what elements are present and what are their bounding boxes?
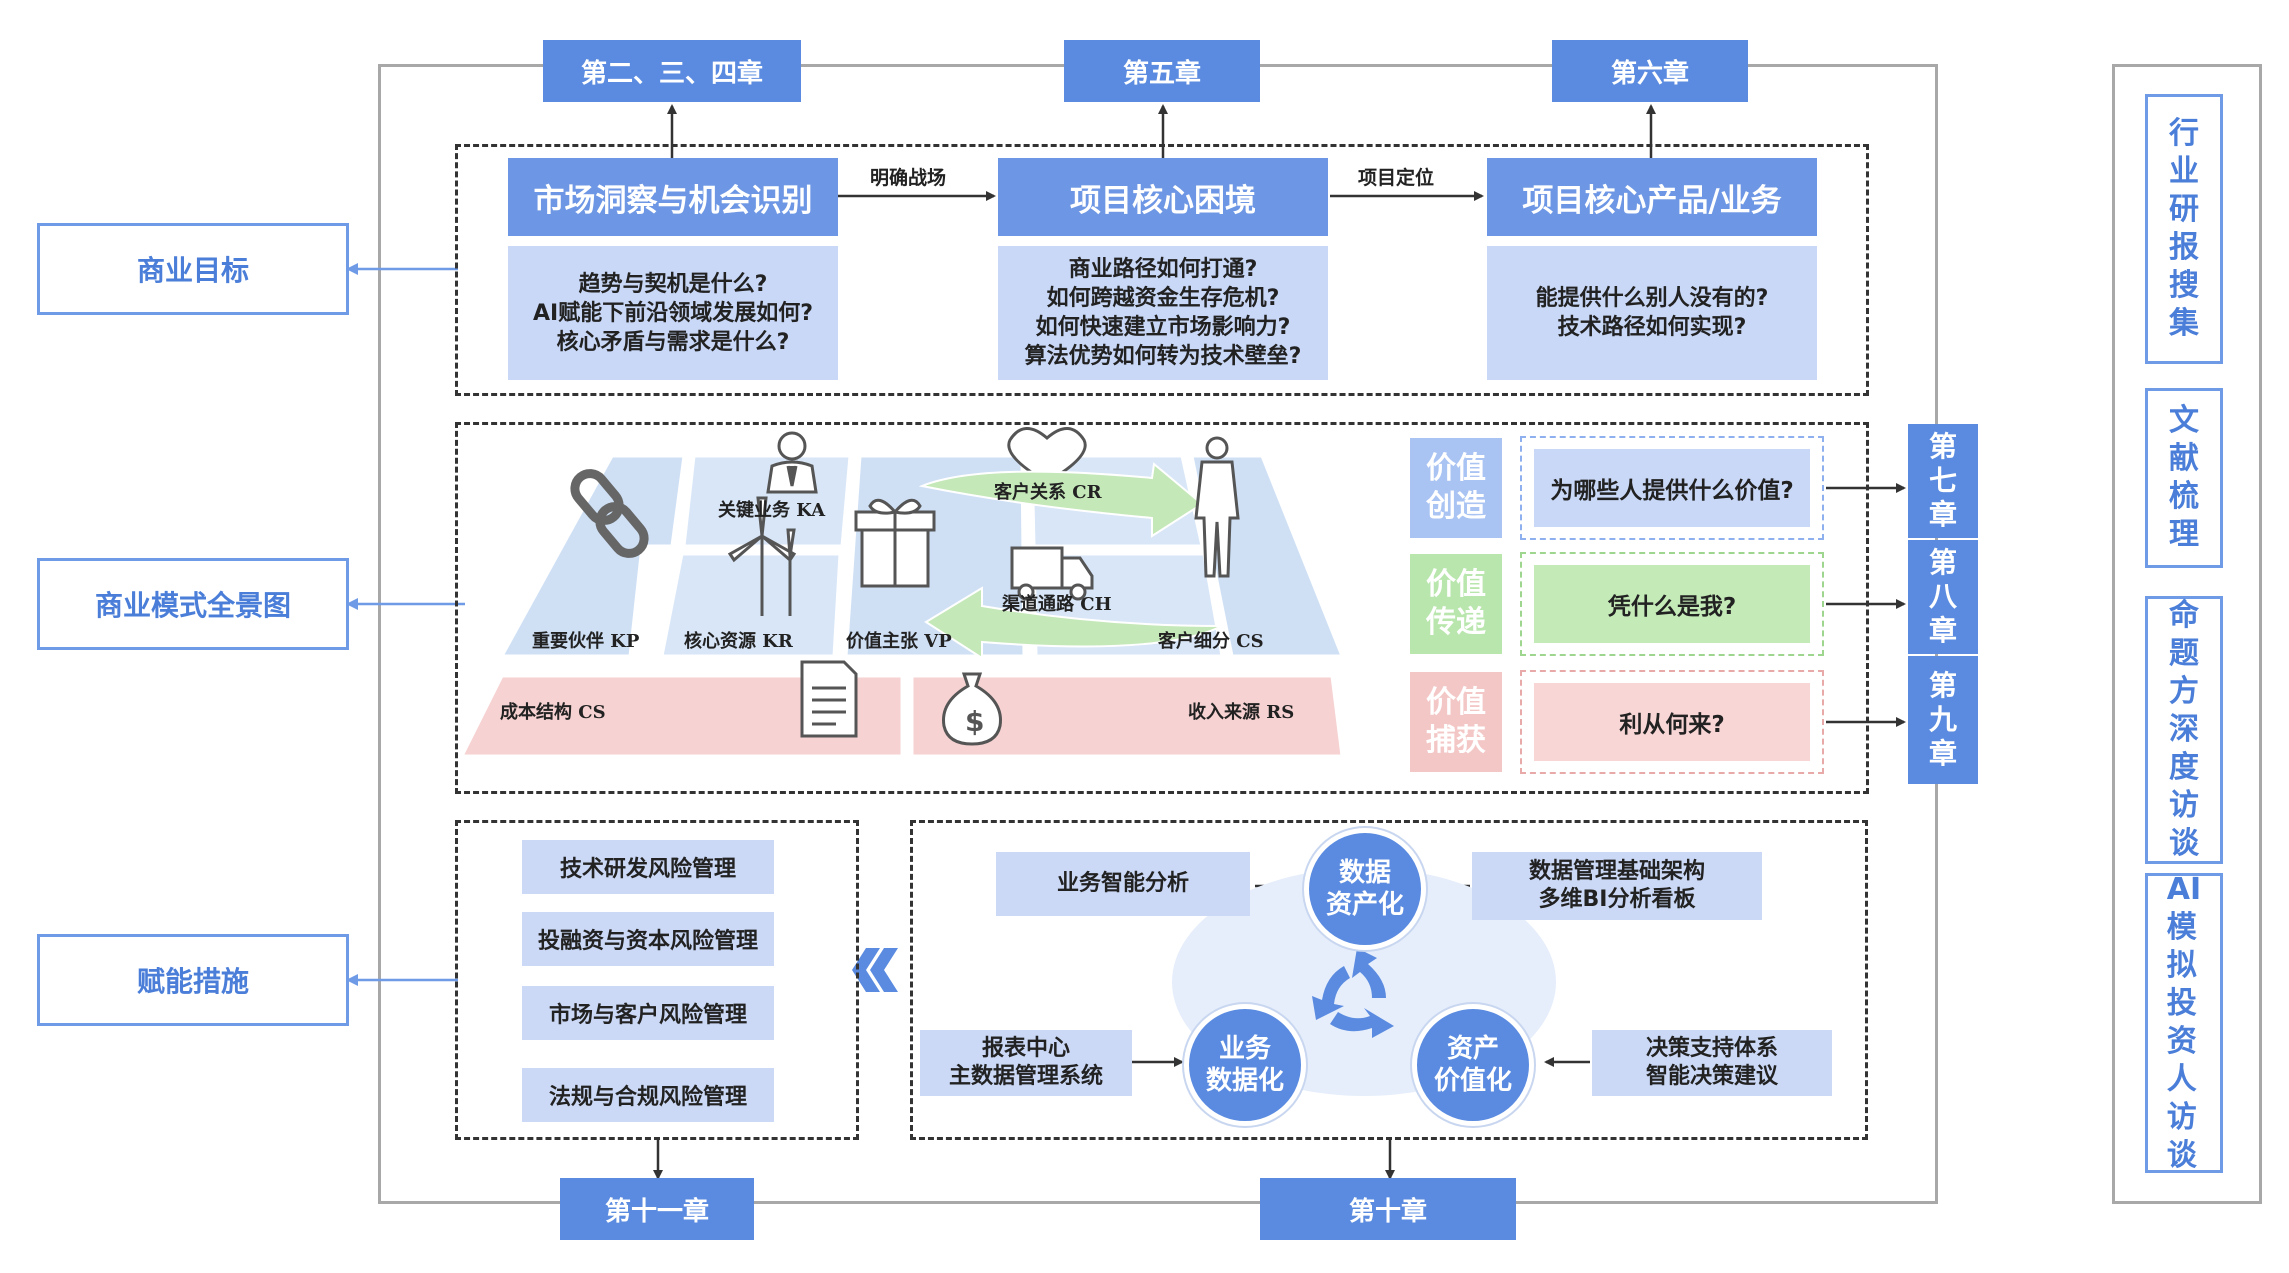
canvas-label-cost: 成本结构 CS	[500, 702, 606, 723]
canvas-label-cr: 客户关系 CR	[994, 482, 1102, 503]
value-deliver-question: 凭什么是我?	[1534, 565, 1810, 643]
value-create-question: 为哪些人提供什么价值?	[1534, 449, 1810, 527]
wind-turbine-icon	[727, 496, 797, 616]
value-create-label: 价值创造	[1410, 438, 1502, 538]
customer-person-icon	[1194, 436, 1240, 578]
svg-text:$: $	[965, 705, 984, 738]
document-icon	[800, 660, 858, 738]
value-label-text: 价值传递	[1426, 567, 1486, 640]
method-industry-reports: 行业研报搜集	[2145, 94, 2223, 364]
report-center: 报表中心主数据管理系统	[920, 1030, 1132, 1096]
core-product-body: 能提供什么别人没有的?技术路径如何实现?	[1487, 246, 1817, 380]
core-dilemma-title: 项目核心困境	[998, 158, 1328, 236]
chapter-2-3-4: 第二、三、四章	[543, 40, 801, 102]
canvas-label-kp: 重要伙伴 KP	[532, 631, 640, 652]
canvas-label-vp: 价值主张 VP	[846, 631, 952, 652]
top-section	[455, 144, 1869, 396]
market-insight-title: 市场洞察与机会识别	[508, 158, 838, 236]
money-bag-icon: $	[942, 672, 1002, 746]
core-dilemma-body: 商业路径如何打通?如何跨越资金生存危机?如何快速建立市场影响力?算法优势如何转为…	[998, 246, 1328, 380]
value-capture-question: 利从何来?	[1534, 683, 1810, 761]
channel-arrow	[924, 586, 1223, 660]
arrow-label-positioning: 项目定位	[1358, 167, 1435, 189]
business-person-icon	[766, 431, 818, 494]
middle-section	[455, 422, 1869, 794]
chain-link-icon	[570, 469, 649, 558]
arrow-label-battlefield: 明确战场	[870, 167, 947, 189]
risk-market: 市场与客户风险管理	[522, 986, 774, 1040]
method-literature-review: 文献梳理	[2145, 388, 2223, 568]
chapter-8: 第八章	[1908, 540, 1978, 654]
cycle-arrows-icon	[1312, 948, 1394, 1038]
chapter-7: 第七章	[1908, 424, 1978, 538]
core-product-title: 项目核心产品/业务	[1487, 158, 1817, 236]
value-create-box: 为哪些人提供什么价值?	[1520, 436, 1824, 540]
chapter-9: 第九章	[1908, 656, 1978, 784]
canvas-label-ka: 关键业务 KA	[718, 500, 826, 521]
circle-asset-valorization: 资产价值化	[1412, 1004, 1534, 1126]
decision-support: 决策支持体系智能决策建议	[1592, 1030, 1832, 1096]
business-model-canvas: $	[462, 427, 1345, 758]
panel-revenue	[910, 674, 1344, 758]
double-chevron-icon	[852, 948, 898, 992]
canvas-label-ch: 渠道通路 CH	[1002, 594, 1112, 615]
chapter-7-text: 第七章	[1928, 430, 1957, 531]
gift-icon	[854, 498, 936, 588]
label-enablement: 赋能措施	[37, 934, 349, 1026]
canvas-label-cs: 客户细分 CS	[1158, 631, 1264, 652]
method-text: 命题方深度访谈	[2169, 598, 2199, 861]
panel-kp	[499, 454, 686, 658]
method-text: 文献梳理	[2169, 403, 2199, 552]
circle-business-datafication: 业务数据化	[1184, 1004, 1306, 1126]
data-infra: 数据管理基础架构多维BI分析看板	[1472, 852, 1762, 920]
chapter-5: 第五章	[1064, 40, 1260, 102]
risk-section	[455, 820, 859, 1140]
bi-analysis: 业务智能分析	[996, 852, 1250, 916]
panel-cost	[462, 674, 904, 758]
method-text: 行业研报搜集	[2169, 116, 2199, 341]
canvas-label-kr: 核心资源 KR	[684, 631, 793, 652]
circle-data-assetization: 数据资产化	[1304, 828, 1426, 950]
label-business-goal: 商业目标	[37, 223, 349, 315]
data-section	[910, 820, 1868, 1140]
chapter-11: 第十一章	[560, 1178, 754, 1240]
value-capture-box: 利从何来?	[1520, 670, 1824, 774]
value-capture-label: 价值捕获	[1410, 672, 1502, 772]
risk-finance: 投融资与资本风险管理	[522, 912, 774, 966]
value-label-text: 价值创造	[1426, 451, 1486, 524]
canvas-label-revenue: 收入来源 RS	[1188, 702, 1295, 723]
risk-legal: 法规与合规风险管理	[522, 1068, 774, 1122]
truck-icon	[1010, 546, 1094, 601]
risk-tech: 技术研发风险管理	[522, 840, 774, 894]
value-label-text: 价值捕获	[1426, 685, 1486, 758]
value-deliver-box: 凭什么是我?	[1520, 552, 1824, 656]
method-proposer-interview: 命题方深度访谈	[2145, 596, 2223, 864]
chapter-6: 第六章	[1552, 40, 1748, 102]
chapter-10: 第十章	[1260, 1178, 1516, 1240]
chapter-9-text: 第九章	[1928, 669, 1957, 770]
market-insight-body: 趋势与契机是什么?AI赋能下前沿领域发展如何?核心矛盾与需求是什么?	[508, 246, 838, 380]
value-deliver-label: 价值传递	[1410, 554, 1502, 654]
chapter-8-text: 第八章	[1928, 546, 1957, 647]
methods-frame	[2112, 64, 2262, 1204]
label-business-model: 商业模式全景图	[37, 558, 349, 650]
